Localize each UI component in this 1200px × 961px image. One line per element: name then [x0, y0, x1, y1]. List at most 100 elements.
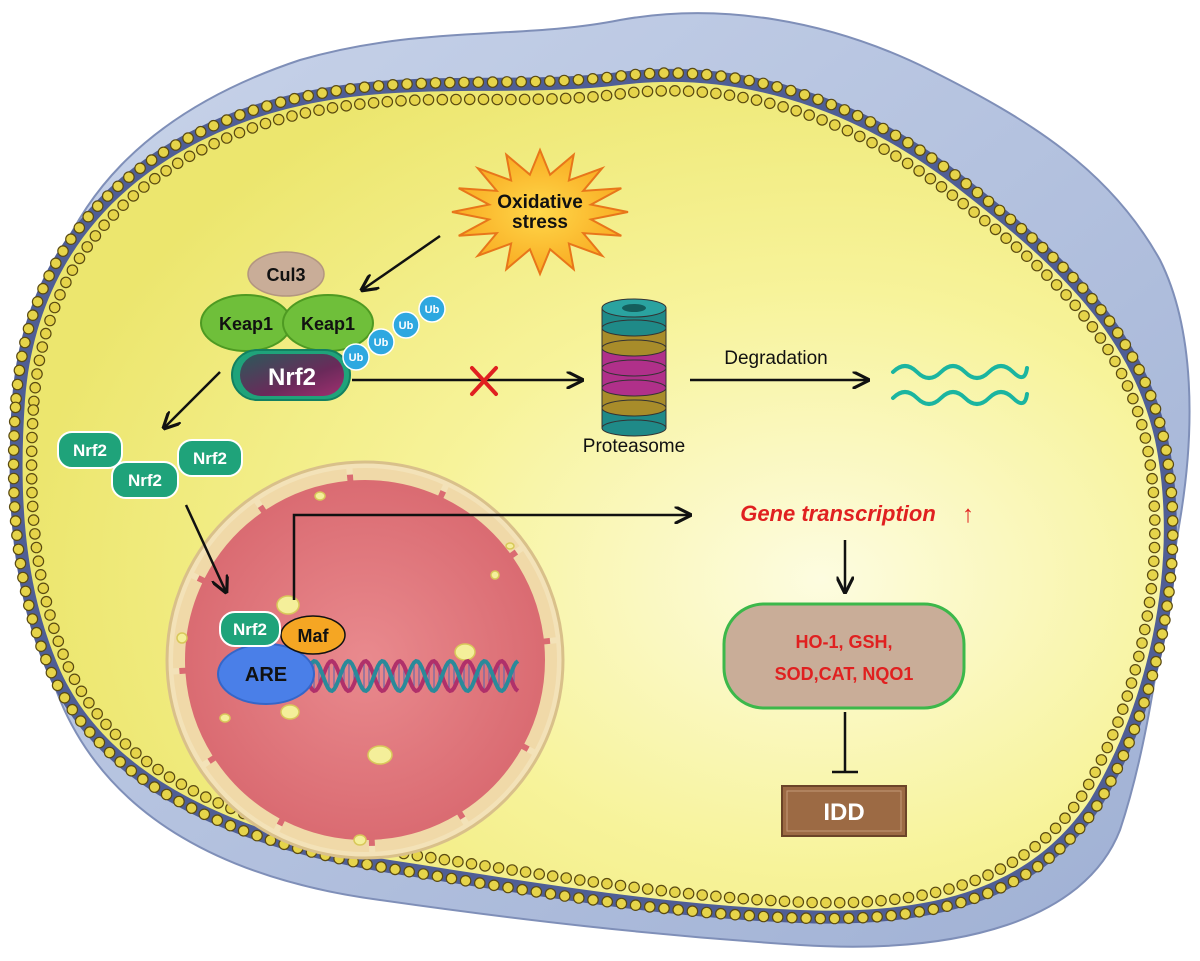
membrane-bead	[784, 84, 797, 97]
proteasome-pore	[622, 304, 646, 312]
membrane-bead	[792, 896, 805, 908]
membrane-bead	[696, 86, 709, 98]
membrane-bead	[949, 169, 961, 181]
membrane-bead	[395, 95, 407, 107]
membrane-bead	[960, 177, 972, 190]
membrane-bead	[956, 879, 968, 891]
membrane-bead	[1031, 259, 1043, 272]
membrane-bead	[326, 102, 339, 114]
membrane-bead	[771, 81, 783, 93]
membrane-bead	[1018, 849, 1030, 861]
membrane-bead	[107, 209, 120, 221]
membrane-bead	[82, 210, 94, 223]
membrane-bead	[375, 861, 387, 873]
membrane-bead	[757, 910, 770, 923]
membrane-bead	[1144, 459, 1157, 471]
membrane-bead	[878, 143, 890, 155]
membrane-bead	[1121, 380, 1134, 392]
membrane-bead	[93, 736, 106, 749]
membrane-bead	[629, 68, 642, 81]
membrane-bead	[33, 354, 46, 367]
membrane-bead	[877, 122, 889, 135]
stress-to-keap1-arrow	[362, 234, 441, 290]
ubiquitin-chain: Ub Ub Ub Ub	[342, 295, 446, 371]
membrane-bead	[1101, 741, 1114, 754]
membrane-bead	[103, 746, 116, 759]
membrane-bead	[137, 773, 149, 785]
membrane-bead	[641, 85, 654, 98]
membrane-bead	[1043, 852, 1055, 864]
membrane-bead	[44, 314, 56, 327]
membrane-bead	[27, 514, 40, 526]
membrane-bead	[502, 881, 514, 894]
membrane-bead	[1133, 363, 1145, 376]
membrane-bead	[1089, 766, 1101, 779]
idd-label: IDD	[823, 799, 864, 826]
membrane-bead	[45, 666, 58, 679]
membrane-bead	[1059, 812, 1071, 824]
keap1-cul3-nrf2-complex: Cul3 Keap1 Keap1 Nrf2 Ub Ub Ub Ub	[200, 251, 446, 401]
membrane-bead	[1148, 555, 1160, 568]
membrane-bead	[84, 726, 96, 738]
degradation-label: Degradation	[724, 348, 828, 369]
dna-helix	[304, 658, 520, 694]
membrane-bead	[19, 336, 31, 349]
membrane-bead	[573, 91, 586, 104]
membrane-bead	[715, 70, 727, 82]
membrane-bead	[286, 110, 298, 122]
membrane-bead	[200, 791, 212, 803]
membrane-bead	[26, 417, 39, 430]
membrane-bead	[1121, 690, 1134, 702]
membrane-bead	[7, 444, 20, 456]
membrane-bead	[1131, 405, 1144, 418]
membrane-bead	[1041, 269, 1053, 281]
membrane-bead	[9, 515, 22, 527]
gene-transcription-label-group: Gene transcription ↑	[740, 501, 974, 528]
membrane-bead	[1129, 663, 1142, 676]
membrane-bead	[857, 911, 869, 924]
membrane-bead	[450, 93, 462, 106]
membrane-bead	[943, 883, 955, 895]
membrane-bead	[1123, 736, 1135, 749]
membrane-bead	[516, 883, 528, 896]
membrane-bead	[790, 105, 802, 117]
membrane-bead	[1136, 418, 1148, 431]
membrane-bead	[700, 68, 713, 81]
membrane-bead	[587, 91, 599, 103]
membrane-bead	[26, 431, 38, 444]
membrane-bead	[39, 327, 52, 340]
membrane-bead	[1064, 833, 1076, 845]
membrane-bead	[847, 896, 860, 909]
membrane-bead	[560, 872, 572, 884]
membrane-bead	[1146, 472, 1158, 485]
membrane-bead	[36, 341, 49, 353]
membrane-bead	[73, 252, 86, 265]
membrane-bead	[1010, 241, 1023, 253]
membrane-bead	[1047, 251, 1059, 264]
membrane-bead	[957, 197, 969, 210]
membrane-bead	[1148, 500, 1161, 512]
membrane-bead	[389, 863, 401, 876]
are-label: ARE	[245, 664, 287, 686]
membrane-bead	[763, 97, 776, 110]
proteasome-ring-bottom	[601, 419, 667, 437]
membrane-bead	[171, 157, 184, 170]
membrane-bead	[628, 881, 640, 894]
membrane-bead	[492, 862, 505, 874]
membrane-bead	[81, 241, 93, 253]
membrane-bead	[924, 172, 937, 185]
membrane-bead	[751, 893, 763, 906]
membrane-bead	[982, 195, 995, 208]
membrane-bead	[914, 144, 926, 156]
membrane-bead	[117, 199, 129, 211]
membrane-bead	[458, 76, 470, 89]
membrane-bead	[968, 206, 980, 218]
membrane-bead	[8, 429, 20, 442]
membrane-bead	[1166, 543, 1179, 556]
membrane-bead	[993, 204, 1006, 217]
membrane-bead	[1167, 529, 1179, 541]
proteasome-ring-bottom	[601, 339, 667, 357]
membrane-bead	[212, 797, 224, 809]
nrf2-complex-label: Nrf2	[268, 364, 316, 391]
